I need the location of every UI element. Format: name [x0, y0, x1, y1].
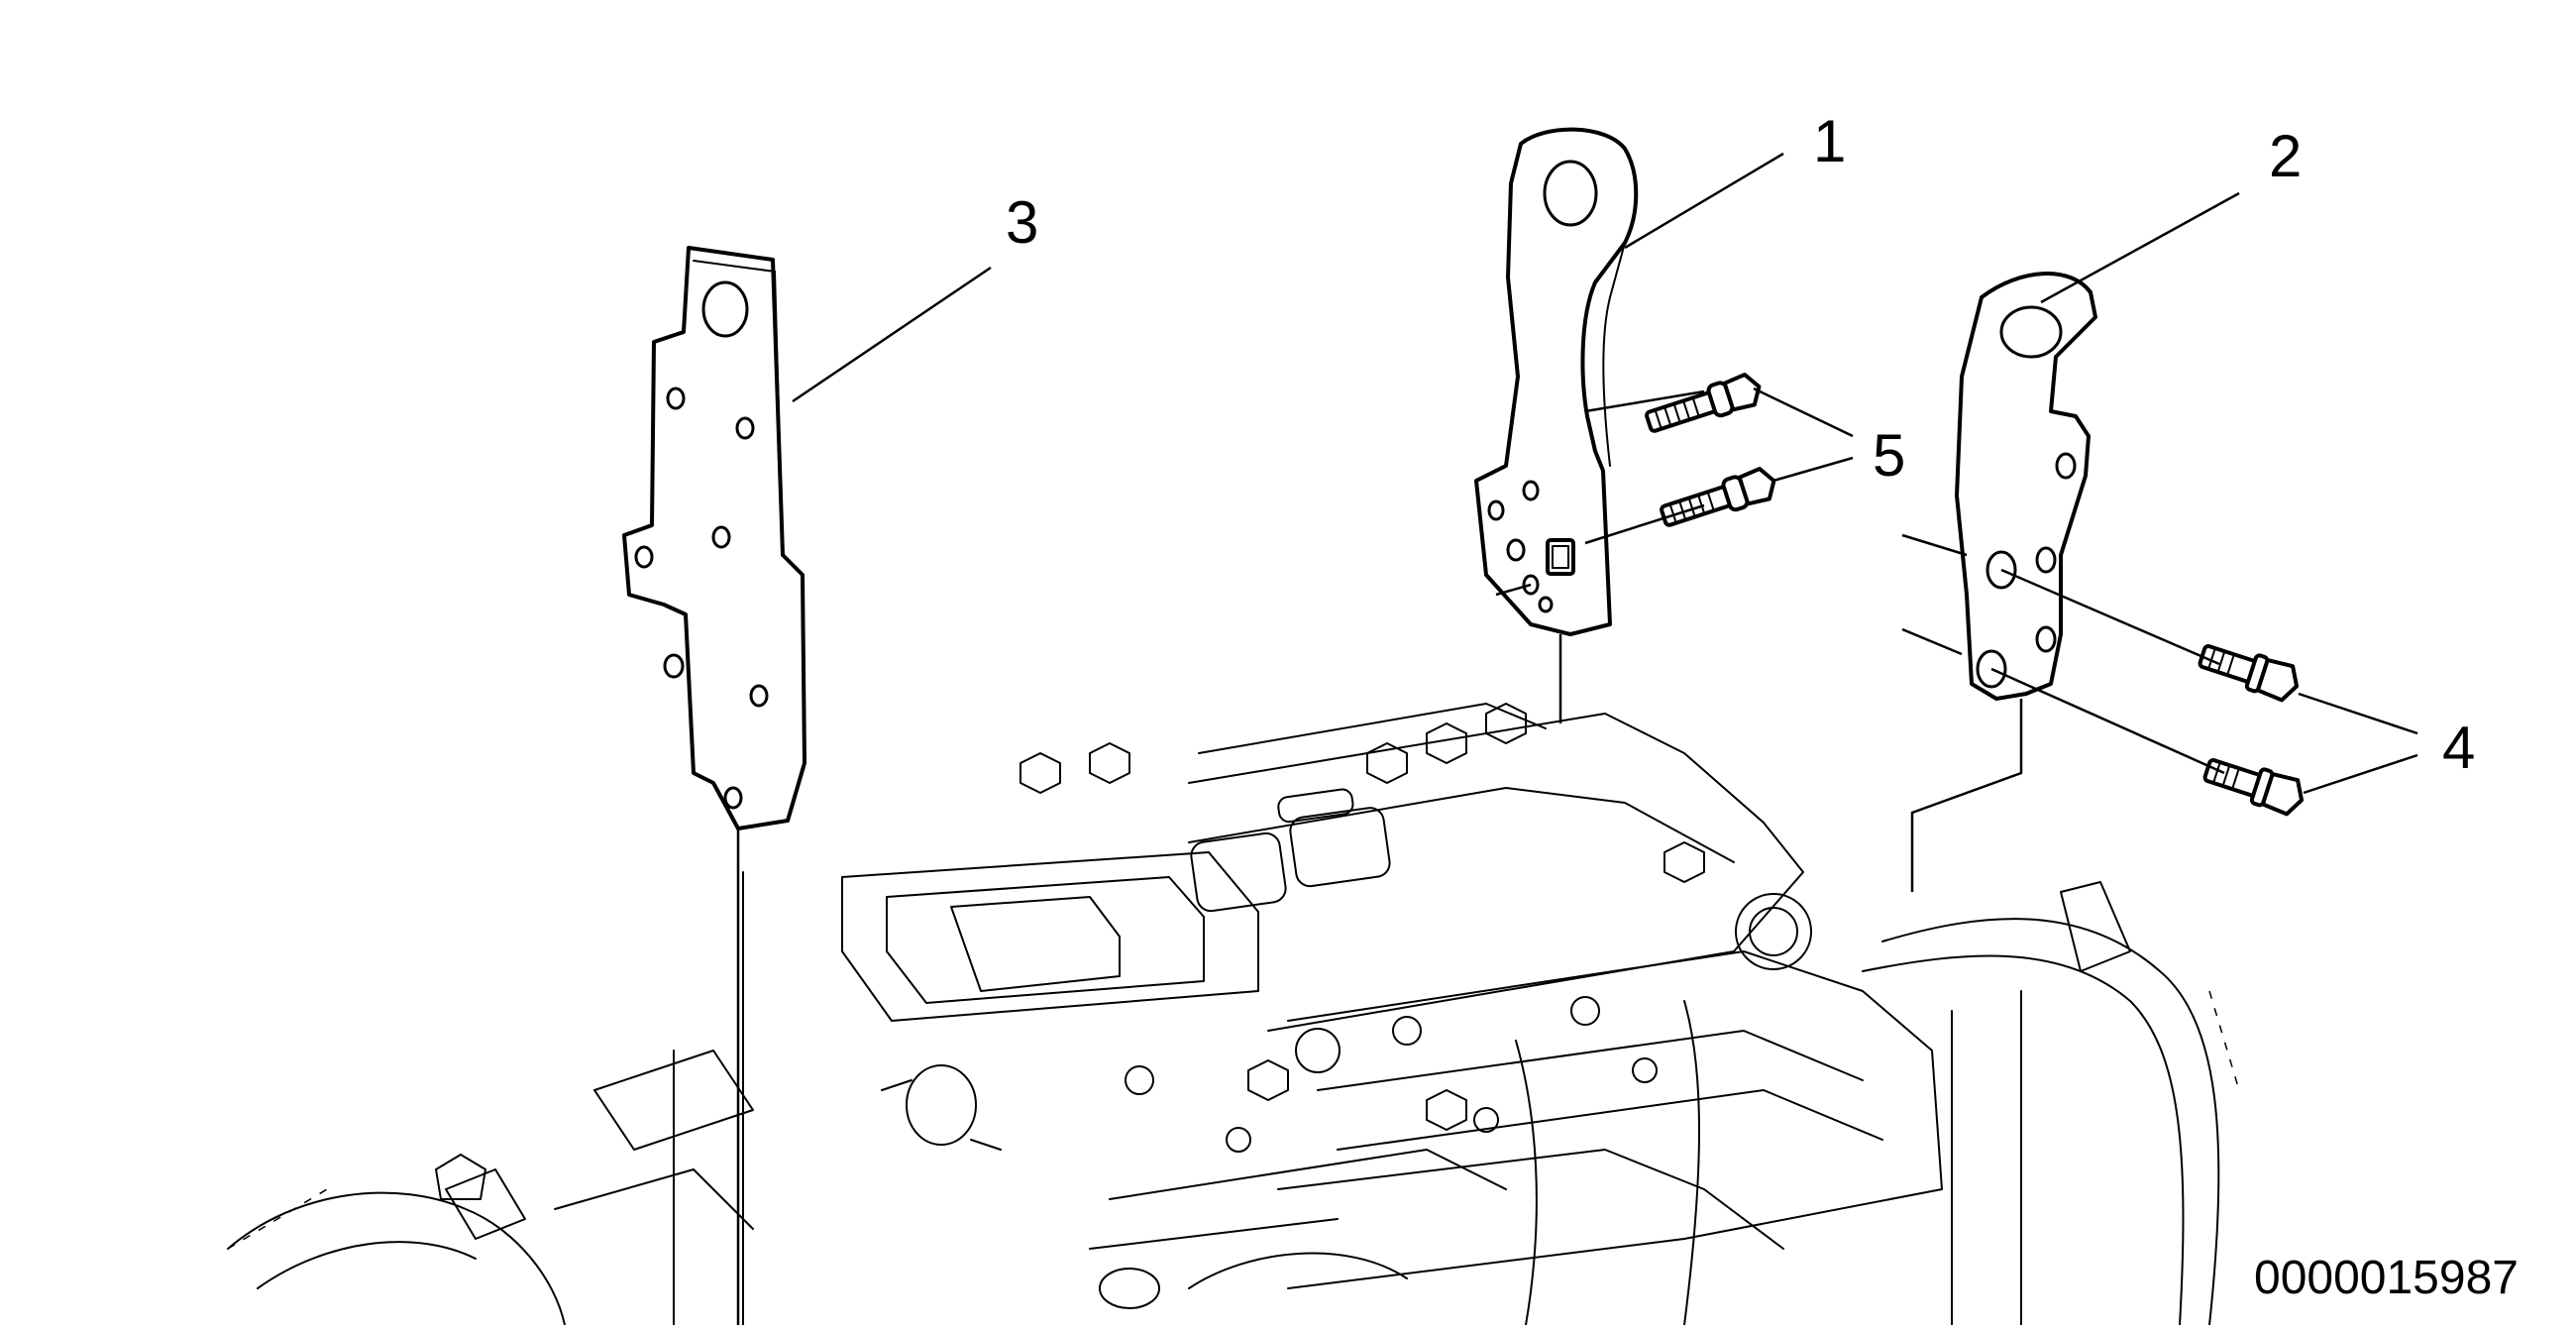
callout-4: 4: [2442, 715, 2475, 781]
bolts-part-5: [1645, 372, 1776, 527]
engine-block: [227, 703, 2240, 1326]
bracket-hook-part-1: [1474, 127, 1639, 636]
bracket-lift-part-2: [1955, 272, 2097, 701]
leader-lines: [736, 152, 2418, 1325]
callout-5: 5: [1873, 422, 1905, 489]
document-id: 0000015987: [2254, 1252, 2519, 1304]
bolts-part-4: [2198, 644, 2305, 817]
callout-labels: 1 2 3 4 5: [1006, 108, 2475, 781]
callout-2: 2: [2269, 123, 2302, 189]
callout-3: 3: [1006, 189, 1038, 256]
bracket-plate-part-3: [622, 246, 806, 831]
callout-1: 1: [1813, 108, 1846, 174]
